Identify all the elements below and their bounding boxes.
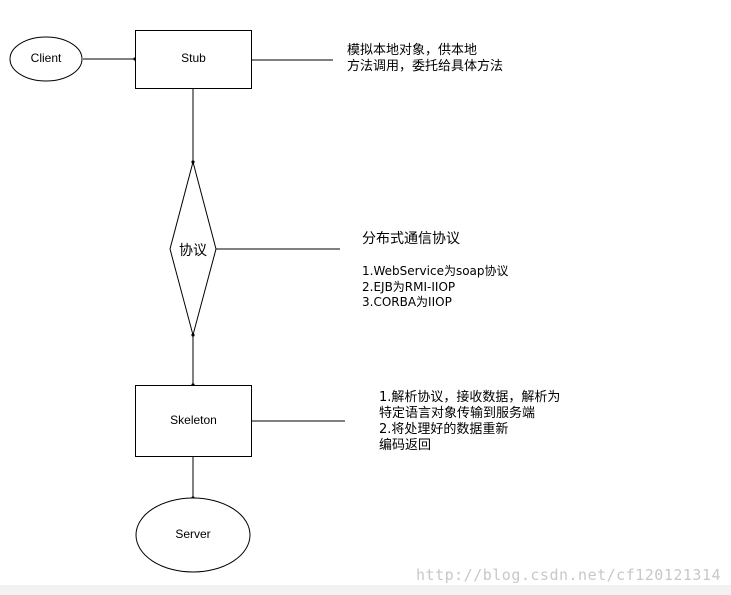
stub-note-line: 方法调用，委托给具体方法 xyxy=(347,59,504,74)
protocol-node xyxy=(169,160,217,337)
skeleton-note-line: 1.解析协议，接收数据，解析为 xyxy=(379,390,561,405)
protocol-label: 协议 xyxy=(179,243,207,259)
skeleton-note-line: 特定语言对象传输到服务端 xyxy=(379,406,536,421)
protocol-note-item: 3.CORBA为IIOP xyxy=(362,295,452,309)
stub-node xyxy=(135,30,252,89)
client-node xyxy=(9,36,83,82)
skeleton-note-line: 2.将处理好的数据重新 xyxy=(379,422,509,437)
watermark: http://blog.csdn.net/cf120121314 xyxy=(416,566,721,584)
protocol-note-title: 分布式通信协议 xyxy=(362,231,460,247)
stub-note-line: 模拟本地对象，供本地 xyxy=(347,43,478,58)
protocol-note-item: 2.EJB为RMI-IIOP xyxy=(362,280,456,294)
server-label: Server xyxy=(175,527,211,541)
stub-label: Stub xyxy=(181,51,206,65)
client-label: Client xyxy=(30,51,62,65)
footer-band xyxy=(0,585,731,595)
skeleton-label: Skeleton xyxy=(170,413,217,427)
skeleton-node xyxy=(135,385,252,457)
server-node xyxy=(135,497,251,573)
skeleton-note-line: 编码返回 xyxy=(379,438,432,453)
protocol-note-item: 1.WebService为soap协议 xyxy=(362,264,509,278)
